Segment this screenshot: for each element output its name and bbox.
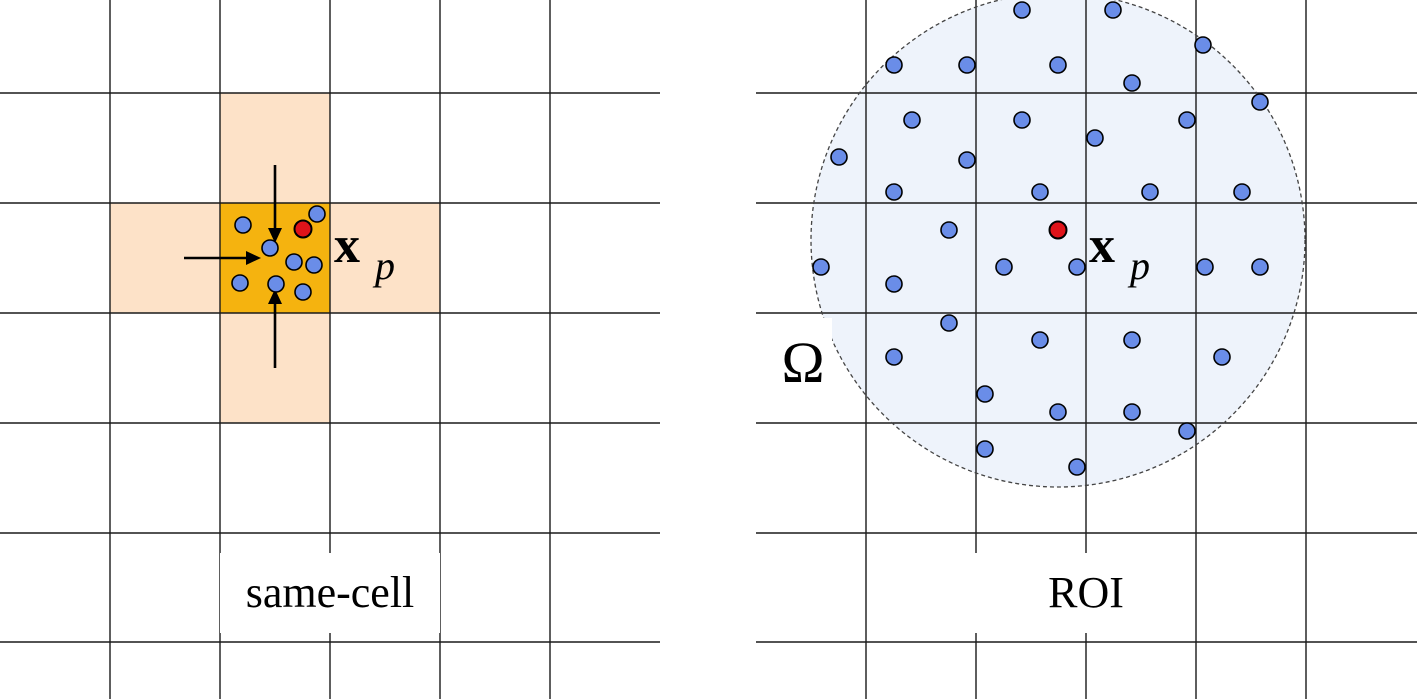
arrow-from-top	[268, 165, 282, 243]
caption: ROI	[1048, 568, 1124, 617]
neighbor-point	[1123, 403, 1141, 421]
neighbor-point	[234, 216, 252, 234]
neighbor-point	[267, 275, 285, 293]
roi-boundary	[810, 0, 1306, 488]
neighbor-point	[231, 274, 249, 292]
neighbor-point	[1013, 1, 1031, 19]
neighbor-point	[1031, 183, 1049, 201]
neighbor-point	[305, 256, 323, 274]
neighbor-point	[1086, 129, 1104, 147]
neighbor-point	[1141, 183, 1159, 201]
arrow-from-left	[184, 251, 261, 265]
neighbor-point	[1031, 331, 1049, 349]
neighbor-point	[940, 221, 958, 239]
neighbor-cell-right	[330, 203, 440, 313]
left-grid-lines	[0, 0, 660, 699]
caption-backdrop	[220, 553, 440, 633]
neighbor-point	[885, 183, 903, 201]
point-label: x	[334, 217, 360, 274]
neighbor-point	[261, 239, 279, 257]
neighbor-point	[1196, 258, 1214, 276]
roi-panel: x p Ω ROI	[756, 0, 1417, 699]
query-point	[1048, 220, 1068, 240]
neighbor-point	[1013, 111, 1031, 129]
neighbor-point	[903, 111, 921, 129]
same-cell-panel: x p same-cell	[0, 0, 660, 699]
neighbor-point	[830, 148, 848, 166]
neighbor-point	[940, 314, 958, 332]
neighbor-point	[885, 275, 903, 293]
right-grid-lines	[756, 0, 1417, 699]
point-label: x	[1089, 217, 1115, 274]
neighbor-point	[1194, 36, 1212, 54]
neighbor-point	[958, 151, 976, 169]
roi-points	[812, 1, 1269, 476]
caption-backdrop	[975, 553, 1195, 633]
neighbor-point	[1123, 74, 1141, 92]
point-subscript: p	[1127, 243, 1150, 288]
neighbor-point	[1049, 56, 1067, 74]
point-subscript: p	[372, 243, 395, 288]
neighbor-point	[308, 205, 326, 223]
neighbor-point	[285, 253, 303, 271]
neighbor-point	[958, 56, 976, 74]
neighbor-point	[1068, 258, 1086, 276]
neighbor-point	[1251, 93, 1269, 111]
neighbor-point	[812, 258, 830, 276]
neighbor-point	[294, 283, 312, 301]
neighbor-point	[995, 258, 1013, 276]
neighbor-point	[1049, 403, 1067, 421]
neighbor-point	[885, 56, 903, 74]
neighbor-point	[1233, 183, 1251, 201]
neighbor-point	[976, 385, 994, 403]
neighbor-point	[1123, 331, 1141, 349]
neighbor-point	[1178, 422, 1196, 440]
region-label: Ω	[781, 330, 824, 395]
query-point	[293, 219, 313, 239]
neighbor-point	[1178, 111, 1196, 129]
same-cell-points	[231, 205, 326, 301]
neighbor-point	[1213, 348, 1231, 366]
neighbor-point	[976, 440, 994, 458]
caption: same-cell	[246, 568, 415, 617]
neighbor-point	[1104, 1, 1122, 19]
omega-backdrop	[772, 318, 832, 388]
arrow-from-bottom	[268, 289, 282, 368]
neighbor-point	[885, 348, 903, 366]
neighbor-point	[1251, 258, 1269, 276]
neighbor-point	[1068, 458, 1086, 476]
